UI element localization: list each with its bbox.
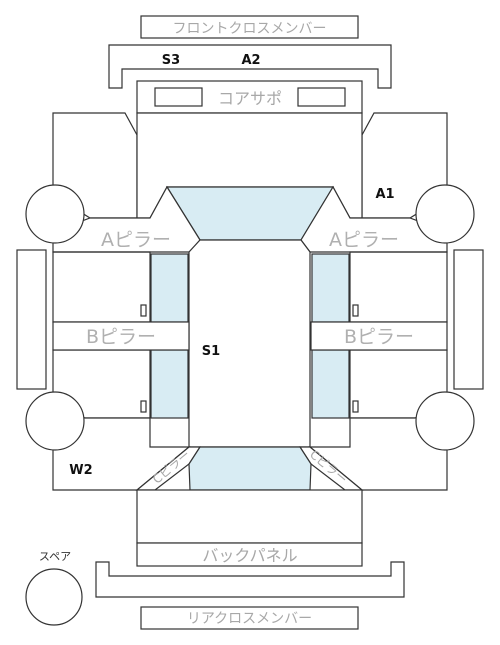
b-pillar-left-label: Bピラー	[86, 326, 156, 348]
left-rear-window[interactable]	[150, 349, 189, 419]
left-rear-quarter[interactable]	[52, 404, 191, 491]
spare-tire[interactable]: スペア	[25, 550, 83, 626]
code-a2: A2	[241, 53, 260, 68]
core-support-left-slot	[154, 87, 203, 107]
right-front-door-handle	[352, 304, 359, 317]
right-front-door[interactable]	[349, 251, 448, 323]
code-a1: A1	[375, 187, 394, 202]
right-rear-window[interactable]	[311, 349, 350, 419]
trunk-lid[interactable]	[136, 489, 363, 544]
rear-cross-member[interactable]: リアクロスメンバー	[140, 606, 359, 630]
code-s3: S3	[162, 53, 180, 68]
back-panel[interactable]: バックパネル	[136, 542, 363, 567]
left-rear-wheel[interactable]	[25, 391, 85, 451]
right-front-window[interactable]	[311, 253, 350, 323]
right-rear-wheel[interactable]	[415, 391, 475, 451]
code-w2: W2	[69, 463, 92, 478]
core-support-right-slot	[297, 87, 346, 107]
left-front-window[interactable]	[150, 253, 189, 323]
core-support-label: コアサポ	[218, 89, 282, 108]
front-bumper[interactable]	[108, 44, 392, 89]
a-pillar-right-label: Aピラー	[329, 229, 399, 251]
b-pillar-right[interactable]: Bピラー	[310, 321, 448, 351]
a-pillar-left-label: Aピラー	[101, 229, 171, 251]
b-pillar-right-label: Bピラー	[344, 326, 414, 348]
rear-window[interactable]	[188, 446, 312, 491]
back-panel-label: バックパネル	[202, 546, 297, 565]
left-side-sill[interactable]	[16, 249, 47, 390]
left-front-door[interactable]	[52, 251, 151, 323]
core-support[interactable]: コアサポ	[136, 80, 363, 114]
left-front-door-handle	[140, 304, 147, 317]
a-pillar-right[interactable]: Aピラー	[300, 185, 448, 253]
left-rear-door-handle	[140, 400, 147, 413]
b-pillar-left[interactable]: Bピラー	[52, 321, 190, 351]
right-rear-door-handle	[352, 400, 359, 413]
roof[interactable]: S1	[188, 239, 311, 448]
right-side-sill[interactable]	[453, 249, 484, 390]
rear-cross-member-label: リアクロスメンバー	[187, 611, 312, 627]
spare-tire-circle	[25, 568, 83, 626]
front-cross-member[interactable]: フロントクロスメンバー	[140, 15, 359, 39]
spare-tire-label: スペア	[39, 550, 71, 563]
rear-bumper[interactable]	[95, 561, 405, 598]
code-s1: S1	[202, 344, 220, 359]
front-cross-member-label: フロントクロスメンバー	[173, 21, 327, 37]
right-front-wheel[interactable]	[415, 184, 475, 244]
right-rear-quarter[interactable]	[308, 404, 448, 491]
left-front-wheel[interactable]	[25, 184, 85, 244]
